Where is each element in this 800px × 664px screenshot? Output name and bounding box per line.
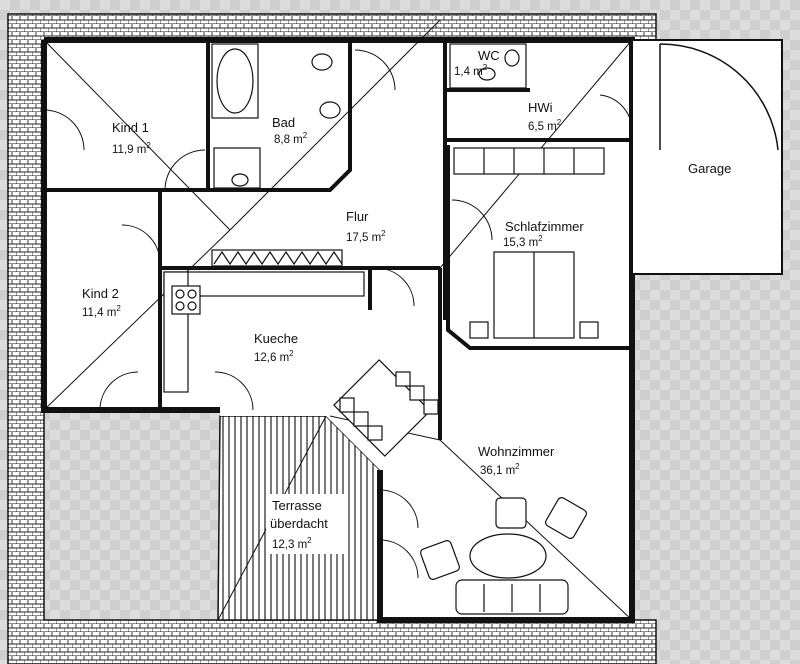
room-area-kind1: 11,9 m [112,144,146,156]
room-area-terrasse: 12,3 m [272,539,307,551]
kitchen-counters [163,271,365,393]
bed [469,251,599,339]
room-area-wohnzimmer: 36,1 m [480,465,515,477]
svg-text:11,4 m2: 11,4 m2 [82,304,121,319]
room-name-kind1: Kind 1 [112,120,149,135]
svg-text:8,8 m2: 8,8 m2 [274,131,308,146]
wc-fixtures [449,43,527,89]
interior-floor [44,40,632,620]
room-name-schlafzimmer: Schlafzimmer [505,219,584,234]
svg-text:15,3 m2: 15,3 m2 [503,234,543,249]
room-area-schlafzimmer: 15,3 m [503,237,538,249]
room-name-flur: Flur [346,209,369,224]
room-area-hwi: 6,5 m [528,121,557,133]
room-name-terrasse: Terrasse [272,498,322,513]
interior-walls [44,40,632,440]
room-name-garage: Garage [688,161,731,176]
svg-text:12,6 m2: 12,6 m2 [254,349,294,364]
room-area-flur: 17,5 m [346,232,381,244]
dining-set [333,359,439,457]
wardrobe [453,147,605,175]
room-name-wc: WC [478,48,500,63]
room-name-kueche: Kueche [254,331,298,346]
room-area-bad: 8,8 m [274,134,303,146]
room-name-wohnzimmer: Wohnzimmer [478,444,555,459]
room-name-hwi: HWi [528,100,553,115]
svg-text:17,5 m2: 17,5 m2 [346,229,386,244]
living-furniture [420,497,587,615]
bathroom-fixtures [211,43,341,189]
room-name-kind2: Kind 2 [82,286,119,301]
terrace-label-bg [266,494,348,554]
svg-text:1,4 m2: 1,4 m2 [454,63,488,78]
svg-text:11,9 m2: 11,9 m2 [112,141,151,156]
room-area-kueche: 12,6 m [254,352,289,364]
room-area-wc: 1,4 m [454,66,483,78]
hall-wardrobe [211,249,343,267]
svg-text:12,3 m2: 12,3 m2 [272,536,312,551]
room-name-terrasse-2: überdacht [270,516,328,531]
room-area-kind2: 11,4 m [82,307,116,319]
room-name-bad: Bad [272,115,295,130]
svg-text:36,1 m2: 36,1 m2 [480,462,520,477]
garage-outline [631,39,783,275]
svg-text:6,5 m2: 6,5 m2 [528,118,562,133]
room-labels: Kind 1 11,9 m2 Bad 8,8 m2 WC 1,4 m2 HWi … [82,48,731,554]
door-swings [43,49,633,579]
